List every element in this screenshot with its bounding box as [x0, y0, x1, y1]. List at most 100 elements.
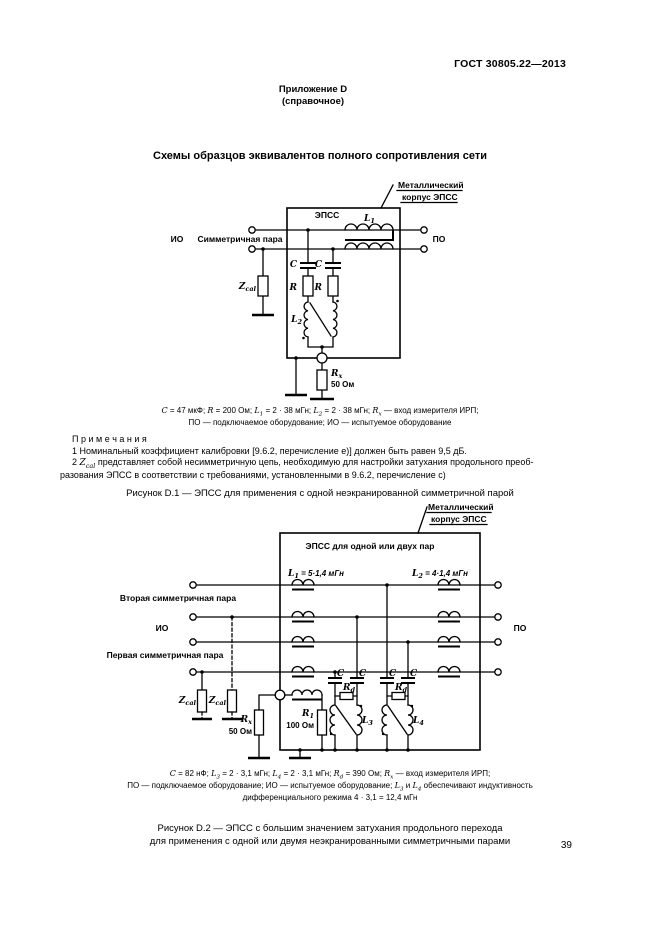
figure-d1-caption: C = 47 мкФ; R = 200 Ом; L1 = 2 · 38 мГн;… — [10, 405, 630, 429]
page-title: Схемы образцов эквивалентов полного сопр… — [153, 150, 487, 162]
d1-terminal-po-a — [420, 226, 428, 234]
notes-heading: П р и м е ч а н и я — [72, 434, 147, 444]
figure-d2-caption: C = 82 нФ; L3 = 2 · 3,1 мГн; L4 = 2 · 3,… — [10, 768, 650, 804]
d2-damped-transformer-L4: Rd L4 — [381, 683, 424, 752]
d1-case-leader-line — [380, 184, 394, 209]
d1-label-Rx: Rx — [330, 369, 342, 380]
d2-label-Zcal-1: Zcal — [178, 696, 197, 707]
d2-case-label: Металлический корпус ЭПСС — [417, 502, 494, 534]
d2-resistor-Rx — [253, 709, 265, 736]
d1-measuring-port: Rx 50 Ом — [285, 352, 354, 401]
d1-label-R-right: R — [314, 283, 323, 293]
d2-label-pair1: Первая симметричная пара — [107, 650, 224, 660]
d2-case-ground — [289, 748, 311, 760]
d2-resistor-Rd-2 — [391, 691, 406, 701]
d1-branch-network: C C R R — [289, 228, 341, 303]
d1-label-C-left: C — [290, 260, 298, 270]
d2-label-Rd-1: Rd — [342, 683, 355, 694]
appendix-kind: (справочное) — [281, 96, 345, 107]
d2-label-rx-value: 50 Ом — [229, 727, 252, 736]
d2-title-line2: для применения с одной или двумя неэкран… — [149, 836, 511, 847]
d2-label-L1-value: L1 = 5·1,4 мГн — [287, 569, 344, 580]
d1-capacitors — [300, 262, 341, 269]
document-header: ГОСТ 30805.22—2013 — [454, 58, 566, 70]
d1-label-io: ИО — [171, 234, 184, 244]
d2-resistor-Zcal-1 — [196, 689, 208, 713]
d2-choke-L1-windings — [291, 578, 315, 678]
d1-choke-L1: L1 — [344, 214, 394, 250]
d2-label-Rd-2: Rd — [394, 683, 407, 694]
d2-damped-transformer-L3: Rd L3 — [329, 683, 373, 752]
d2-label-R1: R1 — [301, 709, 314, 720]
appendix-title: Приложение D — [278, 84, 348, 95]
d2-label-C2: C — [359, 669, 367, 679]
d2-label-po: ПО — [514, 623, 527, 633]
d1-caption-line1: C = 47 мкФ; R = 200 Ом; L1 = 2 · 38 мГн;… — [161, 406, 479, 418]
d2-caption-line1: C = 82 нФ; L3 = 2 · 3,1 мГн; L4 = 2 · 3,… — [169, 769, 491, 781]
d1-label-rx-value: 50 Ом — [331, 380, 354, 389]
note-1: 1 Номинальный коэффициент калибровки [9.… — [72, 445, 467, 456]
d2-caption-line2: ПО — подключаемое оборудование; ИО — исп… — [127, 781, 533, 793]
d2-label-L4: L4 — [412, 716, 424, 727]
d2-label-C1: C — [337, 669, 345, 679]
d1-case-label-line1: Металлический — [398, 180, 464, 190]
page-number: 39 — [560, 840, 572, 851]
d2-wires — [189, 581, 502, 676]
d2-capacitors — [328, 677, 415, 684]
d2-label-Zcal-2: Zcal — [208, 696, 227, 707]
d1-resistor-Zcal — [257, 275, 269, 297]
figure-d2-schematic: Металлический корпус ЭПСС ЭПСС для одной… — [107, 502, 527, 760]
d1-terminal-po-b — [420, 245, 428, 253]
d2-connector-circle — [274, 689, 286, 701]
d1-label-Zcal: Zcal — [238, 282, 257, 293]
d2-box-label: ЭПСС для одной или двух пар — [306, 541, 435, 551]
d1-label-po: ПО — [433, 234, 446, 244]
d1-box-label: ЭПСС — [315, 210, 339, 220]
d2-capacitor-network: C C C C — [328, 583, 418, 706]
d2-measuring-port: R1 100 Ом Rx 50 Ом — [229, 689, 328, 760]
d1-terminal-io-a — [248, 226, 256, 234]
d1-label-L1: L1 — [363, 214, 375, 225]
d2-label-Rx: Rx — [240, 715, 252, 726]
figure-d1-schematic: Металлический корпус ЭПСС ЭПСС L1 C C R … — [171, 180, 464, 401]
d2-label-io: ИО — [156, 623, 169, 633]
d2-case-leader-line — [417, 506, 428, 534]
d1-caption-line2: ПО — подключаемое оборудование; ИО — исп… — [188, 418, 452, 427]
d1-label-pair: Симметричная пара — [197, 234, 282, 244]
d1-label-L2: L2 — [290, 315, 302, 326]
d2-title-line1: Рисунок D.2 — ЭПСС с большим значением з… — [157, 823, 503, 834]
d2-label-pair2: Вторая симметричная пара — [120, 593, 236, 603]
d1-label-R-left: R — [289, 283, 298, 293]
d2-choke-L2-windings — [437, 578, 461, 678]
d2-resistor-Rd-1 — [339, 691, 354, 701]
note-2-line1: 2 Zcal представляет собой несимметричную… — [72, 457, 534, 470]
d1-case-underline — [396, 189, 463, 204]
d2-resistor-Zcal-2 — [226, 689, 238, 713]
d1-resistor-R-right — [327, 275, 339, 297]
d1-zcal-branch: Zcal — [238, 247, 274, 317]
d1-resistor-R-left — [302, 275, 314, 297]
d1-transformer-L2: L2 — [290, 299, 339, 354]
d1-case-label: Металлический корпус ЭПСС — [380, 180, 464, 209]
appendix-heading: Приложение D (справочное) — [0, 84, 626, 108]
notes-block: П р и м е ч а н и я 1 Номинальный коэффи… — [60, 434, 610, 481]
d2-label-L3: L3 — [361, 716, 373, 727]
d2-label-C4: C — [410, 669, 418, 679]
d1-case-label-line2: корпус ЭПСС — [402, 192, 458, 202]
d2-resistor-R1 — [316, 709, 328, 736]
d2-label-C3: C — [389, 669, 397, 679]
d2-label-L2-value: L2 = 4·1,4 мГн — [411, 569, 468, 580]
note-2-line2: разования ЭПСС в соответствии с требован… — [60, 469, 446, 480]
figure-d2-title: Рисунок D.2 — ЭПСС с большим значением з… — [10, 822, 650, 848]
d1-label-C-right: C — [315, 260, 323, 270]
d2-caption-line3: дифференциального режима 4 · 3,1 = 12,4 … — [242, 793, 418, 802]
d1-terminal-io-b — [248, 245, 256, 253]
d2-case-underline — [426, 511, 492, 526]
d2-case-label-line2: корпус ЭПСС — [431, 514, 487, 524]
d2-case-label-line1: Металлический — [428, 502, 494, 512]
d2-zcal-branches: Zcal Zcal — [178, 615, 242, 721]
figure-d1-title: Рисунок D.1 — ЭПСС для применения с одно… — [126, 488, 514, 499]
d1-connector-circle — [316, 352, 328, 364]
d1-resistor-Rx — [316, 369, 328, 391]
